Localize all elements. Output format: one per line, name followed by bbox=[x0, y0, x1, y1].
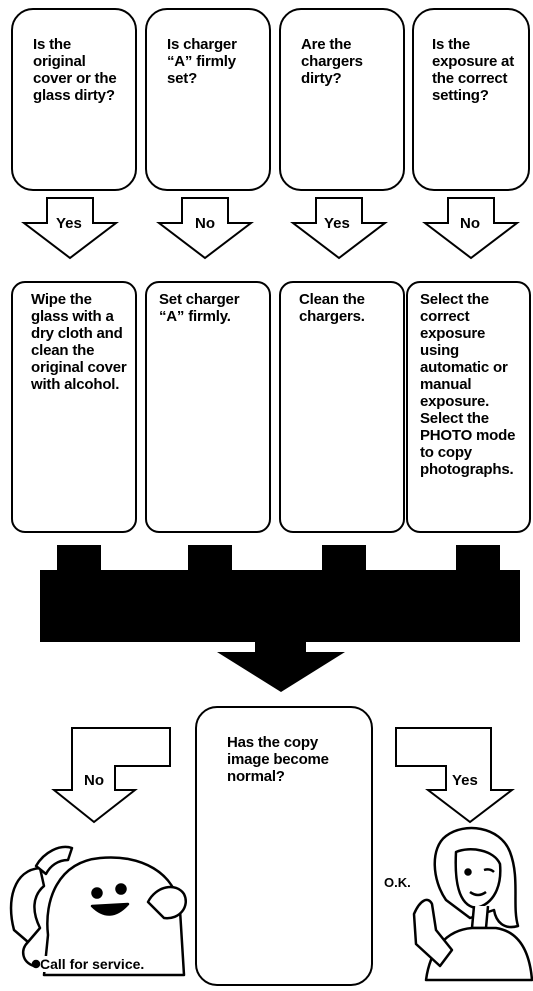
no-branch-label: No bbox=[84, 772, 104, 789]
answer-arrow-4 bbox=[422, 197, 520, 260]
final-question-box: Has the copy image become normal? bbox=[195, 706, 373, 986]
answer-label-1: Yes bbox=[56, 215, 82, 232]
answer-arrow-1 bbox=[21, 197, 119, 260]
action-box-1: Wipe the glass with a dry cloth and clea… bbox=[11, 281, 137, 533]
action-text-4: Select the correct exposure using automa… bbox=[420, 291, 516, 478]
ok-label: O.K. bbox=[384, 875, 411, 890]
final-question-text: Has the copy image become normal? bbox=[227, 734, 329, 785]
question-text-1: Is the original cover or the glass dirty… bbox=[33, 36, 117, 104]
yes-branch-arrow bbox=[395, 727, 515, 824]
action-text-3: Clean the chargers. bbox=[299, 291, 365, 325]
question-text-4: Is the exposure at the correct setting? bbox=[432, 36, 514, 104]
action-box-2: Set charger “A” firmly. bbox=[145, 281, 271, 533]
question-box-1: Is the original cover or the glass dirty… bbox=[11, 8, 137, 191]
merge-connector bbox=[40, 545, 520, 692]
action-box-4: Select the correct exposure using automa… bbox=[406, 281, 531, 533]
call-for-service-label: Call for service. bbox=[40, 956, 145, 972]
action-text-1: Wipe the glass with a dry cloth and clea… bbox=[31, 291, 127, 393]
telephone-illustration bbox=[9, 845, 187, 977]
answer-arrow-3 bbox=[290, 197, 388, 260]
answer-arrow-2 bbox=[156, 197, 254, 260]
answer-label-3: Yes bbox=[324, 215, 350, 232]
answer-label-4: No bbox=[460, 215, 480, 232]
woman-illustration bbox=[412, 826, 533, 982]
question-box-3: Are the chargers dirty? bbox=[279, 8, 405, 191]
no-branch-arrow bbox=[51, 727, 171, 824]
question-box-4: Is the exposure at the correct setting? bbox=[412, 8, 530, 191]
question-text-3: Are the chargers dirty? bbox=[301, 36, 363, 87]
action-text-2: Set charger “A” firmly. bbox=[159, 291, 240, 325]
question-text-2: Is charger “A” firmly set? bbox=[167, 36, 237, 87]
action-box-3: Clean the chargers. bbox=[279, 281, 405, 533]
answer-label-2: No bbox=[195, 215, 215, 232]
question-box-2: Is charger “A” firmly set? bbox=[145, 8, 271, 191]
yes-branch-label: Yes bbox=[452, 772, 478, 789]
